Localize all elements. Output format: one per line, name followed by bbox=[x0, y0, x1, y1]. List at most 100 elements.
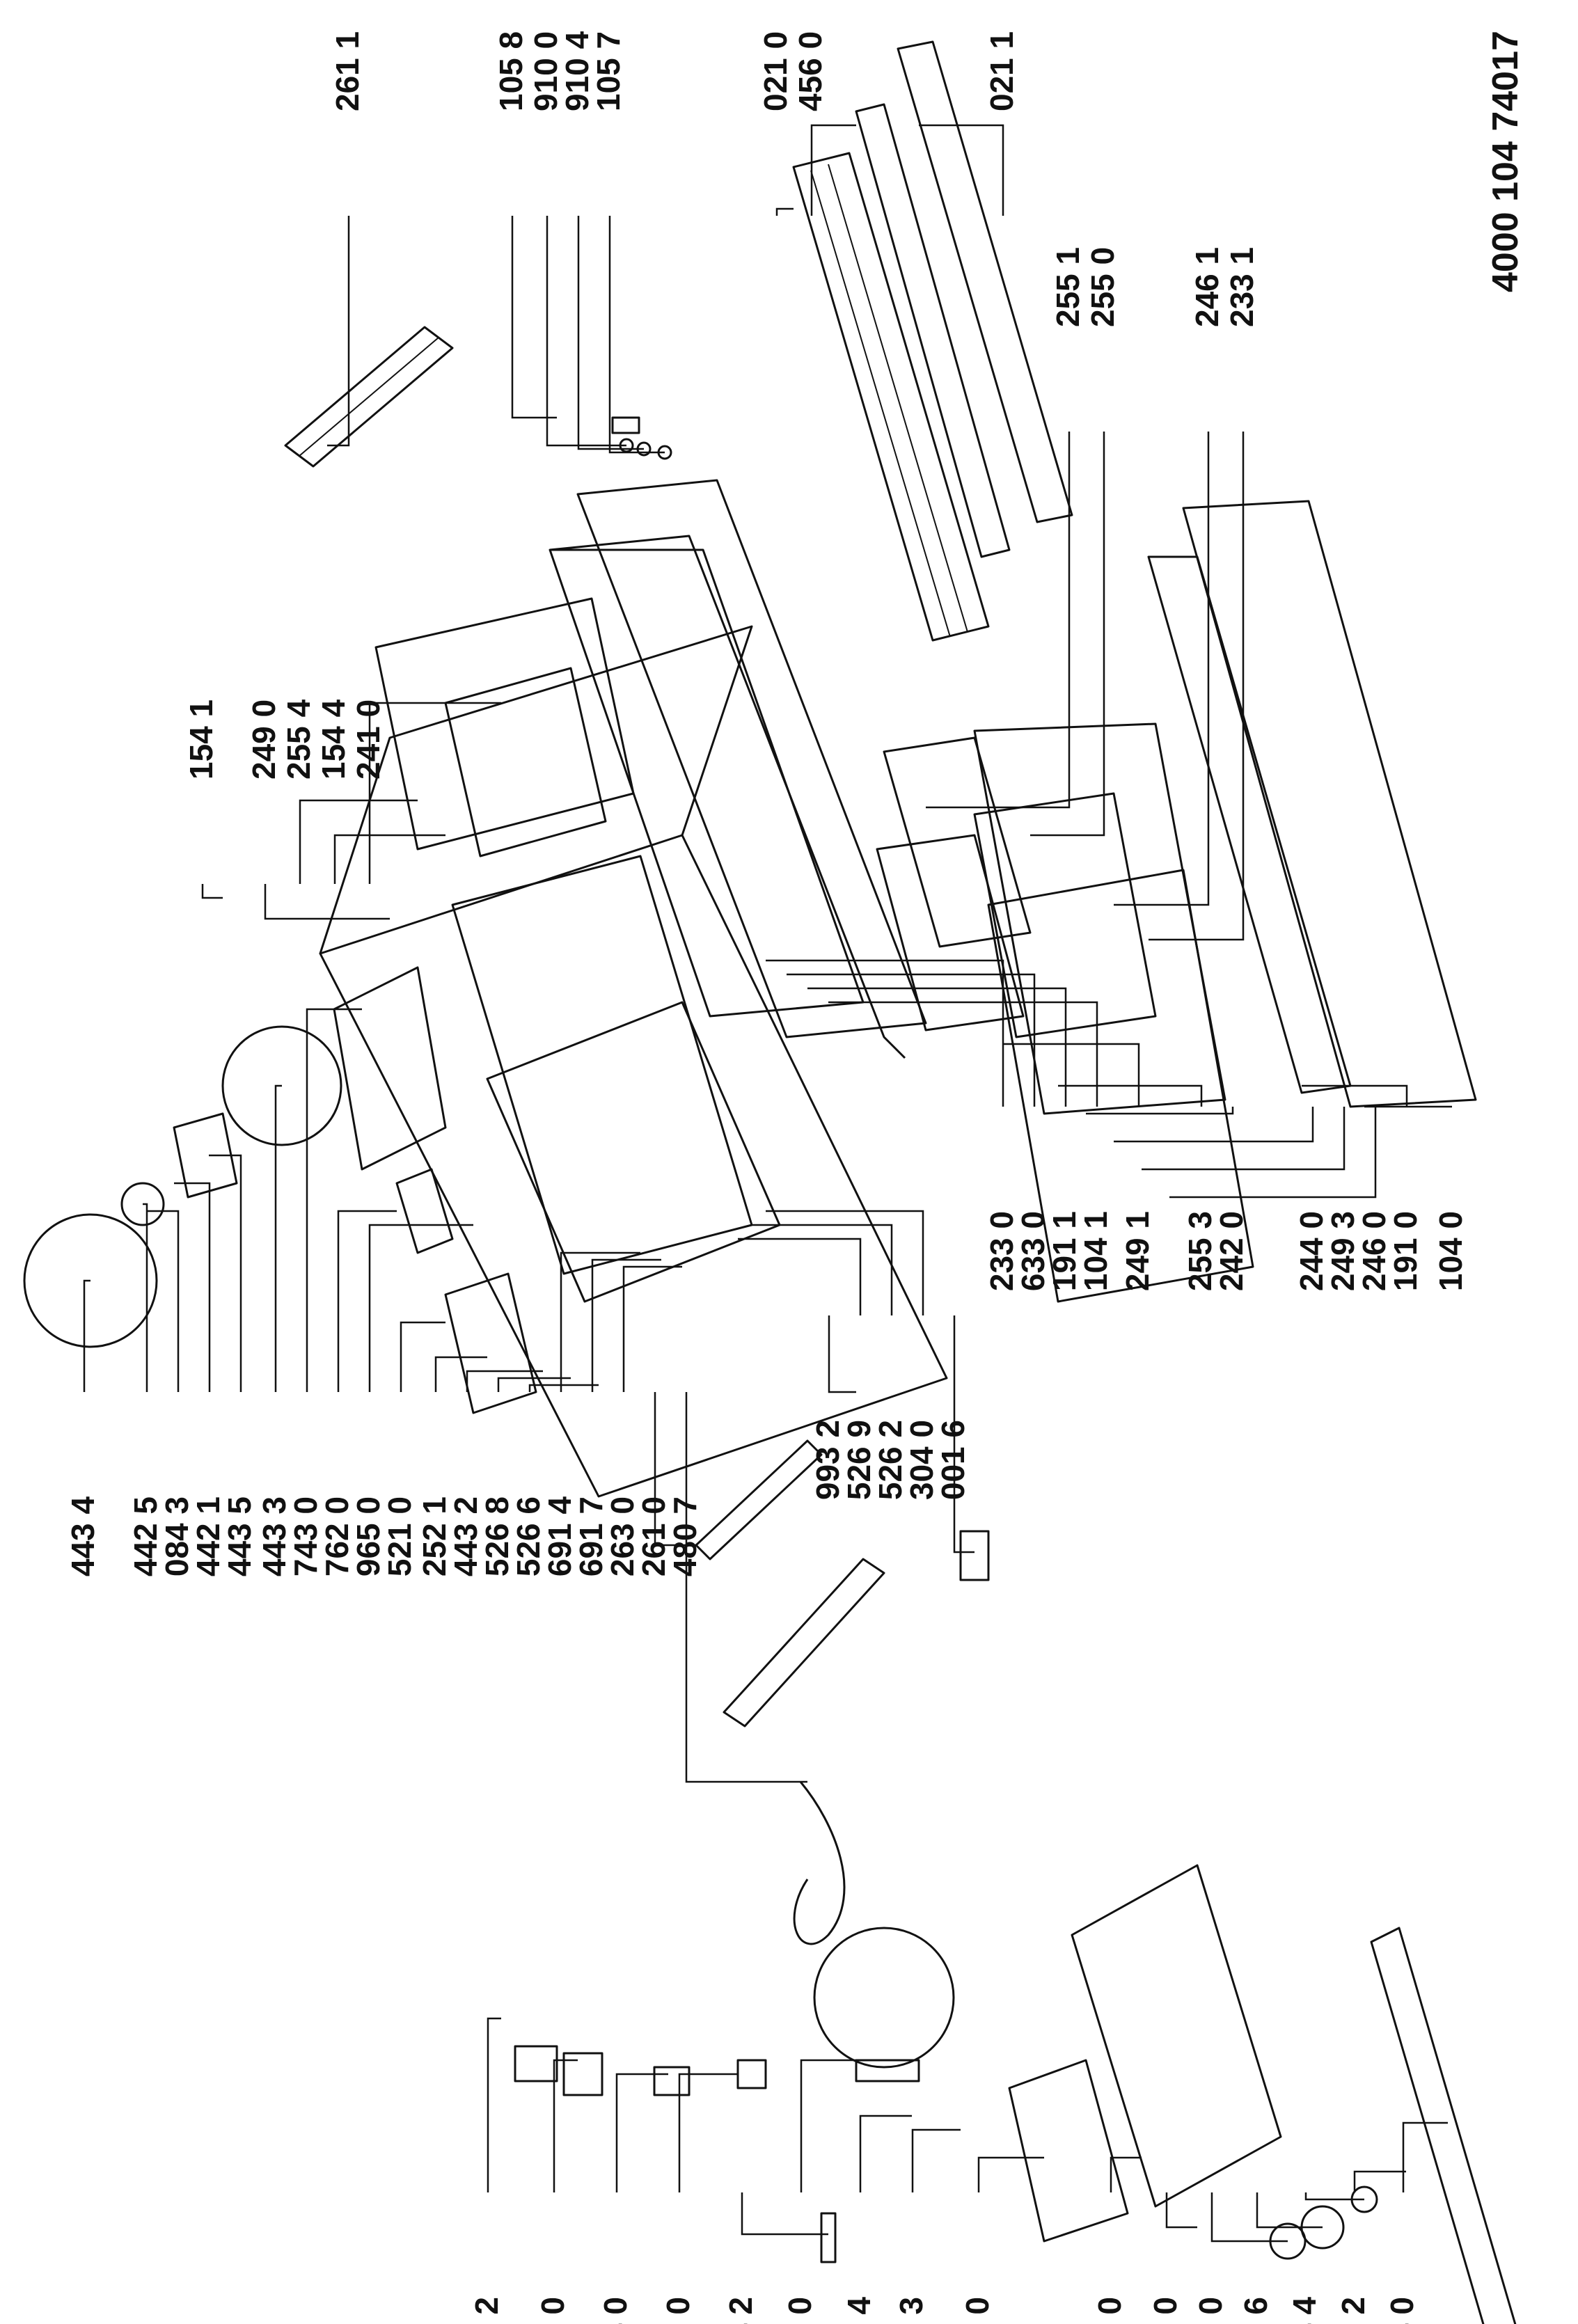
part-label: 910 0 bbox=[528, 31, 564, 111]
leader-line bbox=[1165, 2192, 1197, 2229]
part-label: 402 4 bbox=[841, 2297, 877, 2324]
leader-line bbox=[83, 1279, 90, 1392]
part-label: 691 7 bbox=[573, 1496, 609, 1576]
part-label: 154 1 bbox=[183, 699, 219, 780]
leader-line bbox=[400, 1321, 445, 1392]
filter-cartridge bbox=[395, 1168, 454, 1254]
upper-cabinet-top bbox=[549, 535, 906, 1059]
part-label: 442 1 bbox=[190, 1496, 226, 1576]
handle-rail bbox=[792, 152, 990, 642]
leader-line bbox=[977, 2156, 1044, 2192]
leader-line bbox=[497, 1377, 571, 1392]
part-label: 743 0 bbox=[287, 1496, 324, 1576]
starter-relay bbox=[514, 2045, 558, 2082]
leader-line bbox=[337, 1210, 397, 1392]
leader-line bbox=[1353, 2170, 1406, 2192]
part-label: 442 6 bbox=[1238, 2297, 1274, 2324]
hinge-block bbox=[611, 416, 640, 434]
machine-compartment bbox=[1071, 1864, 1282, 2208]
leader-line bbox=[800, 2059, 877, 2192]
leader-line bbox=[926, 432, 1071, 809]
leader-line bbox=[143, 1203, 148, 1392]
side-rail-lower bbox=[723, 1558, 885, 1728]
leader-line bbox=[678, 2073, 738, 2192]
filter-drier bbox=[820, 2212, 837, 2263]
part-label: 204 0 bbox=[1384, 2297, 1420, 2324]
part-label: 154 4 bbox=[315, 699, 352, 780]
part-label: 104 0 bbox=[1433, 1211, 1469, 1291]
leader-line bbox=[306, 1008, 362, 1392]
part-label: 261 0 bbox=[636, 1496, 672, 1576]
leader-line bbox=[1402, 2121, 1448, 2192]
trim-strip-outer bbox=[897, 40, 1073, 523]
part-label: 233 0 bbox=[984, 1211, 1020, 1291]
lower-drawer-gasket bbox=[1147, 555, 1352, 1094]
leader-line bbox=[577, 216, 644, 450]
inner-liner bbox=[451, 855, 753, 1275]
part-label: 255 1 bbox=[1050, 247, 1086, 327]
leader-line bbox=[859, 2114, 912, 2192]
upper-wire-basket bbox=[374, 597, 635, 851]
leader-line bbox=[1114, 432, 1210, 906]
leader-line bbox=[528, 1384, 599, 1392]
top-angle-bracket bbox=[284, 326, 454, 468]
fan-shroud bbox=[23, 1213, 158, 1348]
leader-line bbox=[1304, 2192, 1364, 2201]
part-label: 246 0 bbox=[1356, 1211, 1392, 1291]
part-label: 244 0 bbox=[1293, 1211, 1330, 1291]
power-cord bbox=[793, 1781, 846, 1945]
part-label: 526 2 bbox=[872, 1420, 908, 1500]
trim-strip-middle bbox=[855, 103, 1011, 558]
part-label: 402 3 bbox=[893, 2297, 929, 2324]
part-label: 105 8 bbox=[493, 31, 529, 111]
leader-line bbox=[828, 1315, 856, 1393]
lower-drawer-liner bbox=[973, 722, 1226, 1115]
glass-shelf bbox=[883, 736, 1032, 948]
leader-line bbox=[368, 1224, 473, 1392]
leader-line bbox=[1086, 1107, 1234, 1115]
part-label: 614 0 bbox=[597, 2297, 633, 2324]
fan-motor bbox=[120, 1182, 165, 1226]
part-label: 001 6 bbox=[935, 1420, 971, 1500]
leader-line bbox=[1256, 2192, 1323, 2229]
bottom-frame bbox=[1370, 1927, 1517, 2324]
document-number: 4000 104 74017 bbox=[1485, 31, 1526, 292]
part-label: 263 0 bbox=[604, 1496, 640, 1576]
leader-line bbox=[787, 973, 1036, 1107]
leader-line bbox=[487, 2017, 501, 2192]
leader-line bbox=[1114, 1107, 1314, 1143]
leader-line bbox=[1302, 1084, 1408, 1107]
leader-line bbox=[274, 1084, 282, 1392]
leader-line bbox=[766, 1210, 924, 1315]
leader-line bbox=[622, 1265, 682, 1392]
leader-line bbox=[807, 987, 1067, 1107]
leader-line bbox=[333, 834, 445, 884]
lower-drawer-front bbox=[1182, 500, 1477, 1108]
leader-line bbox=[434, 1356, 487, 1392]
handle-rail-groove bbox=[810, 170, 951, 638]
leader-line bbox=[146, 1210, 180, 1392]
leader-line bbox=[1210, 2192, 1288, 2243]
leader-line bbox=[1030, 432, 1105, 837]
leader-line bbox=[1058, 1084, 1203, 1107]
part-label: 526 6 bbox=[510, 1496, 546, 1576]
part-label: 965 0 bbox=[350, 1496, 386, 1576]
part-label: 480 7 bbox=[667, 1496, 703, 1576]
part-label: 191 1 bbox=[1046, 1211, 1082, 1291]
leader-line bbox=[466, 1370, 543, 1392]
handle-rail-groove-2 bbox=[828, 164, 968, 633]
leader-line bbox=[615, 2073, 668, 2192]
top-angle-bracket-fold bbox=[299, 337, 439, 457]
part-label: 443 5 bbox=[221, 1496, 258, 1576]
part-label: 249 0 bbox=[246, 699, 282, 780]
part-label: 255 0 bbox=[1084, 247, 1121, 327]
part-label: 246 1 bbox=[1189, 247, 1225, 327]
part-label: 443 2 bbox=[448, 1496, 484, 1576]
air-duct bbox=[333, 966, 447, 1171]
leader-line bbox=[828, 1001, 1098, 1107]
leader-line bbox=[766, 959, 1004, 1107]
upper-wire-rack bbox=[444, 667, 607, 857]
